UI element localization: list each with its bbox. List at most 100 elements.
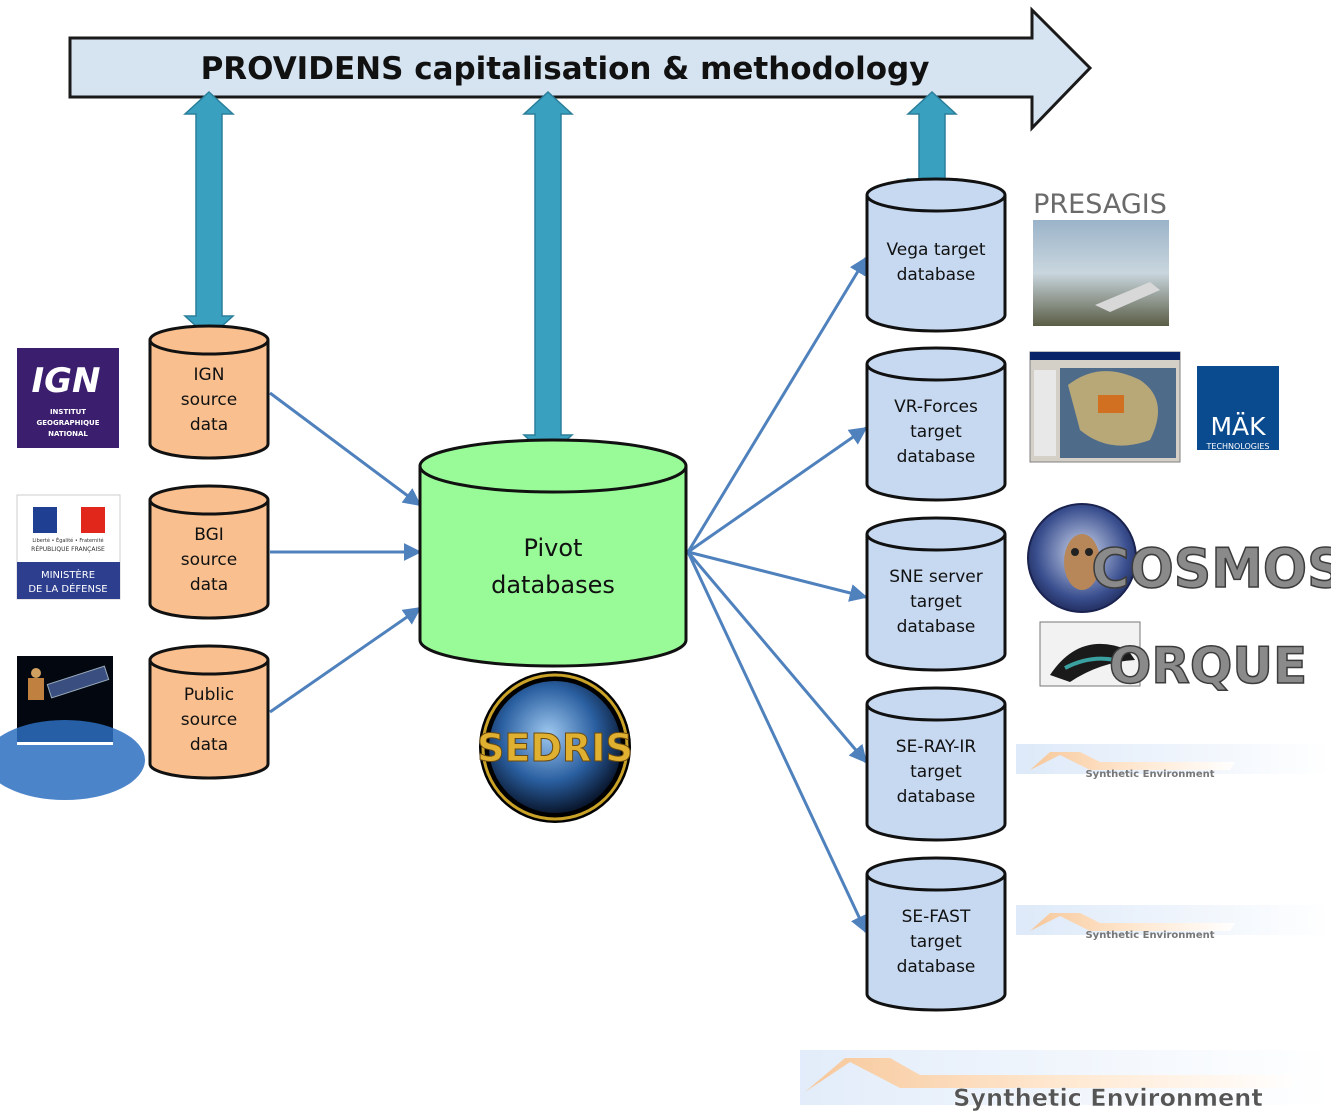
banner-title: PROVIDENS capitalisation & methodology [201,51,930,87]
pivot-db: Pivot databases [418,438,688,668]
target-db-1-body [865,195,1007,333]
source-db-1-top [148,324,270,356]
source-db-2-label-line-2: source [181,550,237,570]
source-db-1: IGN source data [148,324,270,460]
pivot-to-target-3-arrow [687,550,868,602]
mak-logo-name: MÄK [1210,412,1266,441]
target-db-2-label-line-1: VR-Forces [894,397,978,417]
oktal-logo-big-text: Synthetic Environment [953,1084,1263,1112]
pivot-db-body [418,466,688,668]
oktal-logo-1: Synthetic Environment [1016,744,1331,780]
target-databases: Vega targetdatabaseVR-Forcestargetdataba… [865,177,1007,1012]
target-db-3: SNE server target database [865,516,1007,672]
presagis-logo: PRESAGIS [1033,189,1169,326]
pivot-banner-double-arrow [522,90,574,459]
source-db-2: BGI source data [148,484,270,620]
vrforces-screenshot [1029,351,1181,463]
satellite-image [0,656,145,800]
sedris-logo: SEDRIS [477,671,633,823]
target-db-2-body [865,364,1007,502]
ign-logo-line2: GEOGRAPHIQUE [36,419,99,427]
oktal-logo-big: Synthetic Environment [800,1050,1331,1112]
orque-logo: ORQUE [1039,621,1308,696]
ign-logo-title: IGN [31,361,100,401]
pivot-to-target-4-arrow [686,551,868,764]
target-db-5-label-line-2: target [910,932,962,952]
ign-logo: IGN INSTITUT GEOGRAPHIQUE NATIONAL [17,348,119,448]
source-db-3-label-line-1: Public [184,685,234,705]
pivot-to-target-2-arrow [687,426,868,554]
target-db-3-label-line-2: target [910,592,962,612]
mak-logo: MÄK TECHNOLOGIES [1197,366,1279,451]
target-db-2-top [865,346,1007,382]
double-arrows [183,90,958,459]
source-db-3-top [148,644,270,676]
defense-logo-motto: Liberté • Égalité • Fraternité [32,536,103,544]
defense-ministry-logo: Liberté • Égalité • Fraternité RÉPUBLIQU… [16,494,121,600]
ign-logo-line1: INSTITUT [50,408,86,416]
target-db-4: SE-RAY-IR target database [865,686,1007,842]
source-db-1-label-line-2: source [181,390,237,410]
defense-logo-name2: DE LA DÉFENSE [28,582,107,595]
banner-arrow-shape [68,6,1093,132]
source-db-2-label-line-3: data [190,575,228,595]
target-db-5-label-line-1: SE-FAST [902,907,971,927]
pivot-to-target-5-arrow [686,551,868,934]
target-db-4-label-line-2: target [910,762,962,782]
defense-logo-name1: MINISTÈRE [41,568,95,581]
sedris-logo-text: SEDRIS [477,726,633,770]
ign-logo-line3: NATIONAL [48,430,88,438]
defense-logo-republic: RÉPUBLIQUE FRANÇAISE [31,545,105,553]
pivot-to-target-1-arrow [686,256,868,553]
presagis-logo-text: PRESAGIS [1033,189,1167,220]
source-db-3-body [148,660,270,780]
oktal-logo-2: Synthetic Environment [1016,905,1331,941]
target-db-5-label-line-3: database [897,957,976,977]
target-db-4-top [865,686,1007,722]
cosmos-logo: COSMOS [1027,503,1331,613]
source-db-3: Public source data [148,644,270,780]
target-db-5-body [865,874,1007,1012]
cosmos-logo-text: COSMOS [1091,537,1331,600]
source-db-3-label-line-2: source [181,710,237,730]
target-db-3-label-line-3: database [897,617,976,637]
oktal-logo-2-text: Synthetic Environment [1085,930,1214,941]
target-db-3-label-line-1: SNE server [889,567,982,587]
connector-arrows [269,256,868,934]
source-db-2-label-line-1: BGI [194,525,224,545]
target-db-2-label-line-3: database [897,447,976,467]
source-db-2-top [148,484,270,516]
target-db-1-label-line-2: database [897,265,976,285]
source-db-1-label-line-1: IGN [194,365,225,385]
source-db-1-body [148,340,270,460]
source-databases: IGNsourcedataBGIsourcedataPublicsourceda… [148,324,270,780]
source-db-3-label-line-3: data [190,735,228,755]
target-db-3-top [865,516,1007,552]
pivot-db-top [418,438,688,494]
target-db-2: VR-Forces target database [865,346,1007,502]
ign-banner-double-arrow [183,90,235,340]
target-db-5: SE-FAST target database [865,856,1007,1012]
pivot-db-label-line-2: databases [491,571,615,599]
mak-logo-sub: TECHNOLOGIES [1206,442,1270,451]
target-db-2-label-line-2: target [910,422,962,442]
target-db-4-body [865,704,1007,842]
target-db-4-label-line-1: SE-RAY-IR [896,737,977,757]
public-to-pivot-arrow [269,606,422,714]
target-db-1-top [865,177,1007,213]
source-db-1-label-line-3: data [190,415,228,435]
ign-to-pivot-arrow [269,391,422,507]
target-db-5-top [865,856,1007,892]
pivot-database: Pivot databases [418,438,688,668]
target-db-1: Vega target database [865,177,1007,333]
source-db-2-body [148,500,270,620]
banner-arrow: PROVIDENS capitalisation & methodology [68,6,1093,132]
orque-logo-text: ORQUE [1109,637,1307,695]
target-db-3-body [865,534,1007,672]
target-db-4-label-line-3: database [897,787,976,807]
pivot-db-label-line-1: Pivot [524,534,583,562]
target-db-1-label-line-1: Vega target [886,240,985,260]
oktal-logo-1-text: Synthetic Environment [1085,769,1214,780]
